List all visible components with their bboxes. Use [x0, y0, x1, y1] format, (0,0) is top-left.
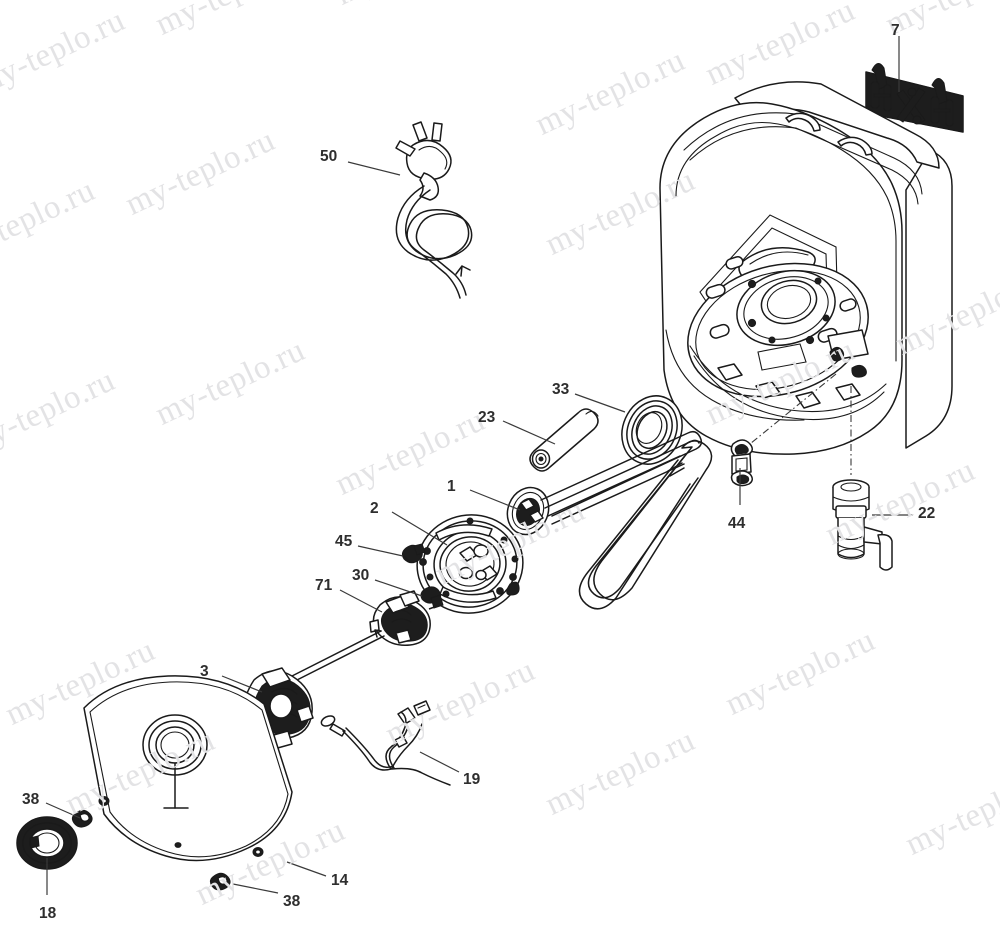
- axis-grommet: [744, 373, 837, 449]
- part-label-cable-grommet-clamp: 44: [728, 515, 746, 532]
- part-label-flange-plate: 2: [370, 500, 379, 517]
- part-label-wiring-harness: 19: [463, 771, 481, 788]
- part-label-wall-mounting-bracket: 7: [891, 22, 900, 39]
- part-30-flange-screw: [420, 586, 444, 610]
- part-71-thermal-cutout: [291, 590, 431, 682]
- part-33-gasket: [621, 395, 683, 465]
- part-label-cover-screw-upper: 38: [22, 791, 40, 808]
- part-label-magnesium-anode-rod: 23: [478, 409, 496, 426]
- part-38-screw-upper: [71, 809, 93, 828]
- part-label-control-knob-bezel: 18: [39, 905, 57, 922]
- part-tank-body: [659, 81, 953, 455]
- part-44-cable-grommet: [730, 439, 753, 487]
- part-label-cover-screw-lower: 38: [283, 893, 301, 910]
- leader-lines: [45, 36, 913, 895]
- part-label-terminal-cover-plate: 14: [331, 872, 349, 889]
- part-45-earth-screw: [401, 543, 426, 564]
- part-14-cover-plate: [83, 675, 293, 862]
- part-label-heating-element: 1: [447, 478, 456, 495]
- part-38-screw-lower: [209, 872, 231, 891]
- part-label-thermostat: 3: [200, 663, 209, 680]
- part-label-power-cord-with-plug: 50: [320, 148, 338, 165]
- part-label-earth-screw: 45: [335, 533, 353, 550]
- part-50-power-cord: [395, 121, 473, 299]
- part-7-wall-bracket: [865, 63, 964, 133]
- part-1-heating-element: [506, 430, 713, 610]
- part-22-safety-valve: [832, 479, 893, 571]
- part-23-anode-rod: [529, 408, 599, 472]
- part-18-knob-bezel: [16, 816, 78, 870]
- part-label-flange-screw: 30: [352, 567, 370, 584]
- part-label-flange-gasket: 33: [552, 381, 570, 398]
- tank-flange-face: [687, 256, 887, 421]
- part-label-thermal-cutout-switch: 71: [315, 577, 333, 594]
- part-19-wiring-harness: [320, 700, 451, 786]
- part-2-flange-plate: [416, 514, 524, 614]
- part-label-safety-relief-valve: 22: [918, 505, 936, 522]
